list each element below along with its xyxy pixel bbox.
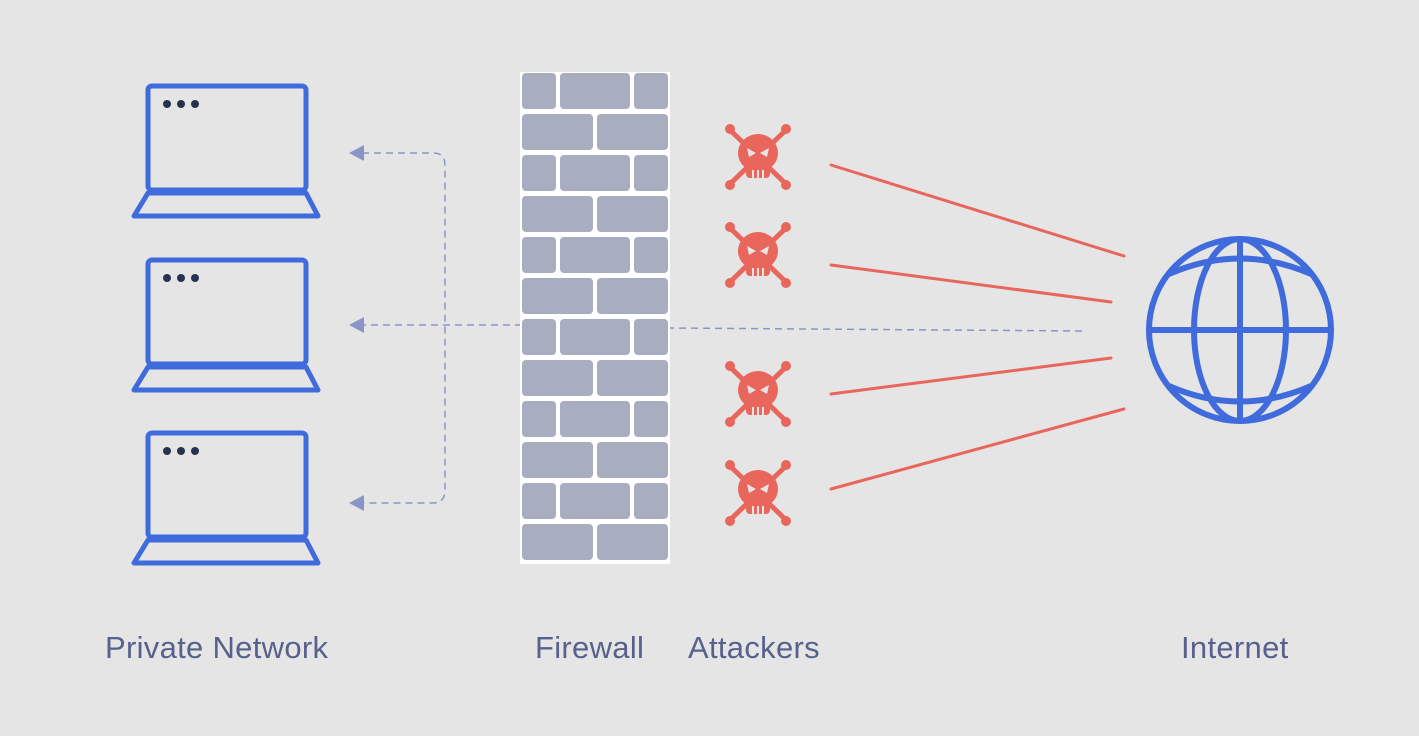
brick xyxy=(597,278,668,314)
internet-label: Internet xyxy=(1181,630,1289,665)
brick xyxy=(522,401,556,437)
brick xyxy=(634,237,668,273)
globe-icon xyxy=(1146,236,1334,424)
brick xyxy=(522,73,556,109)
private-network-label: Private Network xyxy=(105,630,329,665)
brick xyxy=(597,442,668,478)
brick xyxy=(597,524,668,560)
brick xyxy=(597,360,668,396)
arrowheads xyxy=(349,145,364,511)
brick xyxy=(560,319,630,355)
brick xyxy=(597,196,668,232)
skull-icon-4 xyxy=(725,460,791,526)
dashed-connector xyxy=(362,152,1083,504)
laptop-icon-1 xyxy=(134,86,318,216)
brick xyxy=(522,319,556,355)
attackers-label: Attackers xyxy=(688,630,820,665)
brick xyxy=(634,155,668,191)
brick xyxy=(634,319,668,355)
skull-icon-3 xyxy=(725,361,791,427)
laptop-icon-2 xyxy=(134,260,318,390)
brick xyxy=(522,114,593,150)
brick xyxy=(522,237,556,273)
firewall-label: Firewall xyxy=(535,630,645,665)
brick xyxy=(560,401,630,437)
brick xyxy=(634,401,668,437)
skull-icon-2 xyxy=(725,222,791,288)
arrow-left-icon xyxy=(349,145,364,161)
brick xyxy=(522,483,556,519)
attack-lines xyxy=(829,163,1126,491)
brick xyxy=(560,237,630,273)
brick xyxy=(634,483,668,519)
firewall-wall xyxy=(520,72,670,564)
brick xyxy=(597,114,668,150)
brick xyxy=(560,483,630,519)
brick xyxy=(560,73,630,109)
brick xyxy=(634,73,668,109)
brick xyxy=(522,155,556,191)
brick xyxy=(522,278,593,314)
brick xyxy=(522,360,593,396)
laptop-icon-3 xyxy=(134,433,318,563)
arrow-left-icon xyxy=(349,317,364,333)
brick xyxy=(560,155,630,191)
arrow-left-icon xyxy=(349,495,364,511)
brick xyxy=(522,442,593,478)
brick xyxy=(522,524,593,560)
brick xyxy=(522,196,593,232)
skull-icon-1 xyxy=(725,124,791,190)
